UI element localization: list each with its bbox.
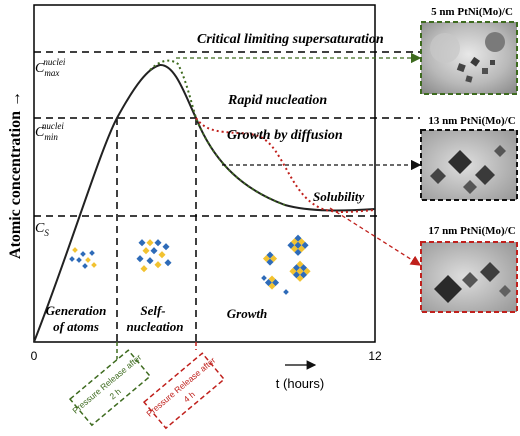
micrograph-17nm (420, 241, 518, 313)
atoms-cluster (69, 247, 97, 269)
solubility-annotation: Solubility (313, 189, 365, 204)
growth-diffusion-annotation: Growth by diffusion (227, 128, 343, 143)
supersaturation-annotation: Critical limiting supersaturation (197, 32, 384, 47)
pressure-release-4h-box: Pressure Release after 4 h (142, 352, 226, 430)
micrograph-5nm (420, 21, 518, 95)
cs-label: CS (35, 221, 49, 238)
red-connector-arrow (329, 207, 422, 266)
stage-generation-line2: of atoms (53, 319, 99, 334)
micrograph-title-17nm: 17 nm PtNi(Mo)/C (428, 225, 515, 237)
rapid-nucleation-annotation: Rapid nucleation (227, 93, 327, 108)
micrograph-13nm (420, 129, 518, 201)
x-tick-12: 12 (368, 349, 382, 363)
plot-frame (33, 4, 376, 343)
red-curve (195, 117, 376, 213)
nuclei-cluster (136, 239, 172, 273)
stage-growth: Growth (227, 306, 267, 321)
x-axis-label: t (hours) (276, 376, 324, 391)
stage-self-line1: Self- (140, 303, 165, 318)
growth-cluster (261, 234, 311, 295)
micrograph-title-5nm: 5 nm PtNi(Mo)/C (431, 6, 513, 18)
cmax-label: Cmaxnuclei (35, 57, 66, 78)
stage-self-line2: nucleation (126, 319, 183, 334)
micrograph-title-13nm: 13 nm PtNi(Mo)/C (428, 115, 515, 127)
pressure-release-2h-box: Pressure Release after 2 h (68, 349, 152, 427)
x-tick-0: 0 (31, 349, 38, 363)
cmin-label: Cminnuclei (35, 121, 64, 142)
y-axis-label: Atomic concentration → (7, 91, 24, 259)
black-curve (33, 63, 376, 343)
stage-generation-line1: Generation (46, 303, 107, 318)
